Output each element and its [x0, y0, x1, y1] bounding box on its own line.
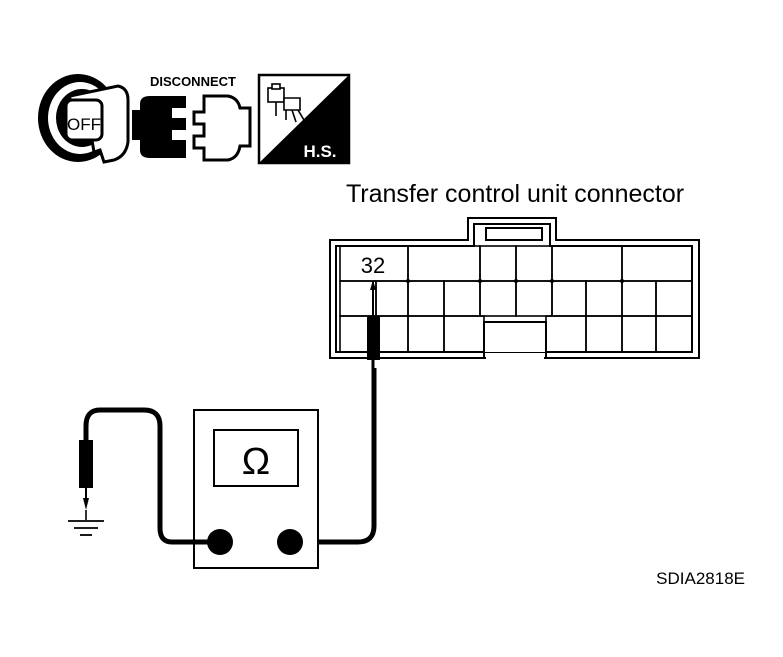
off-label: OFF	[67, 115, 101, 134]
ground-lead	[83, 407, 214, 545]
figure-id: SDIA2818E	[656, 569, 745, 588]
harness-side-icon: H.S.	[257, 73, 351, 165]
hs-label: H.S.	[303, 142, 336, 161]
ground-icon	[68, 520, 104, 536]
positive-jack	[277, 529, 303, 555]
disconnect-connector-icon: DISCONNECT	[132, 74, 252, 162]
terminal-number: 32	[361, 253, 385, 278]
ignition-key-icon: OFF	[38, 74, 130, 164]
negative-jack	[207, 529, 233, 555]
positive-probe	[367, 280, 380, 370]
ground-probe	[79, 440, 93, 520]
ohmmeter: Ω	[193, 409, 319, 569]
positive-lead	[296, 368, 377, 545]
ohm-symbol: Ω	[242, 441, 270, 483]
connector-title: Transfer control unit connector	[346, 180, 684, 208]
disconnect-label: DISCONNECT	[150, 74, 236, 89]
grid-dots	[406, 279, 624, 283]
connector-key-notch	[483, 321, 547, 352]
